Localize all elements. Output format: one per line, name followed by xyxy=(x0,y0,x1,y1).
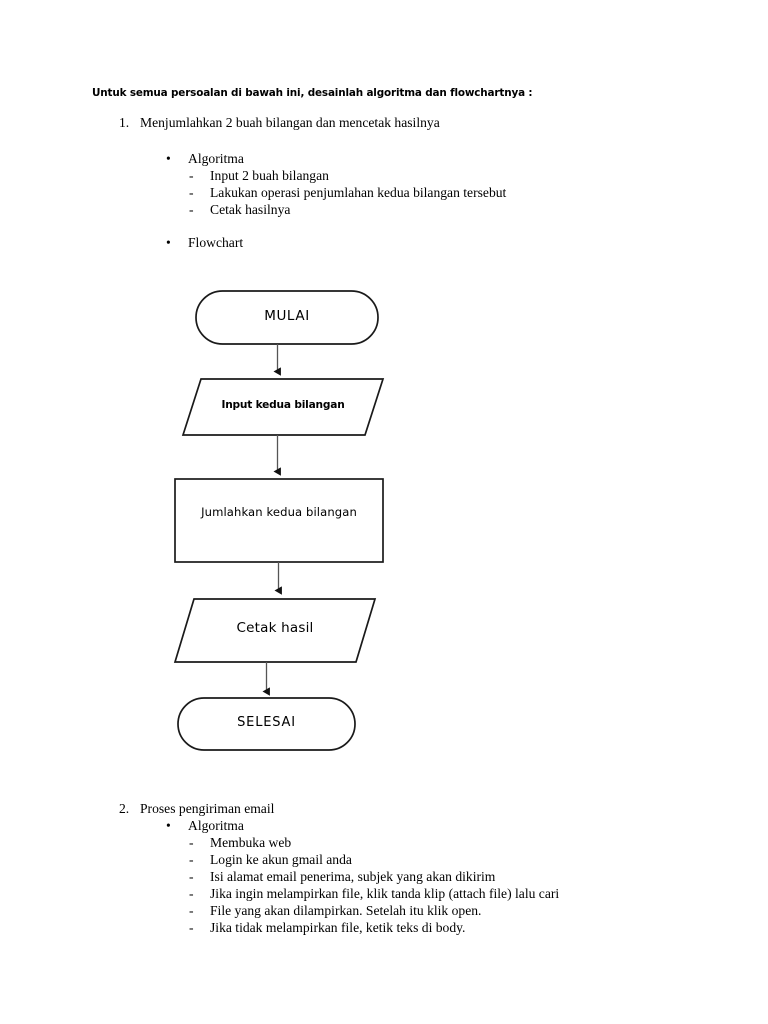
list-number-1: 1. xyxy=(119,115,130,130)
list-item: Input 2 buah bilangan xyxy=(210,168,329,183)
dash-icon: - xyxy=(189,903,194,918)
bullet-icon: • xyxy=(166,235,171,250)
dash-icon: - xyxy=(189,185,194,200)
bullet-icon: • xyxy=(166,818,171,833)
list-item: Membuka web xyxy=(210,835,292,850)
dash-icon: - xyxy=(189,852,194,867)
list-item: Jika tidak melampirkan file, ketik teks … xyxy=(210,920,466,935)
bullet-icon: • xyxy=(166,151,171,166)
dash-icon: - xyxy=(189,202,194,217)
page-title: Untuk semua persoalan di bawah ini, desa… xyxy=(92,87,533,99)
list-item: Isi alamat email penerima, subjek yang a… xyxy=(210,869,496,884)
flow-label-output: Cetak hasil xyxy=(236,620,314,636)
list-item: Cetak hasilnya xyxy=(210,202,291,217)
section-label-algoritma: Algoritma xyxy=(188,818,244,833)
section-label-flowchart: Flowchart xyxy=(188,235,244,250)
dash-icon: - xyxy=(189,835,194,850)
list-item: Jika ingin melampirkan file, klik tanda … xyxy=(210,886,560,901)
section-label-algoritma: Algoritma xyxy=(188,151,244,166)
list-number-2: 2. xyxy=(119,801,130,816)
flow-label-end: SELESAI xyxy=(237,715,296,730)
dash-icon: - xyxy=(189,920,194,935)
list-title-1: Menjumlahkan 2 buah bilangan dan menceta… xyxy=(140,115,440,130)
flow-label-process: Jumlahkan kedua bilangan xyxy=(201,505,357,519)
flow-label-start: MULAI xyxy=(264,308,310,324)
dash-icon: - xyxy=(189,168,194,183)
flow-node-process xyxy=(174,478,384,563)
list-title-2: Proses pengiriman email xyxy=(140,801,275,816)
dash-icon: - xyxy=(189,886,194,901)
list-item: File yang akan dilampirkan. Setelah itu … xyxy=(210,903,482,918)
dash-icon: - xyxy=(189,869,194,884)
list-item: Login ke akun gmail anda xyxy=(210,852,352,867)
flow-label-input: Input kedua bilangan xyxy=(221,399,345,411)
list-item: Lakukan operasi penjumlahan kedua bilang… xyxy=(210,185,507,200)
